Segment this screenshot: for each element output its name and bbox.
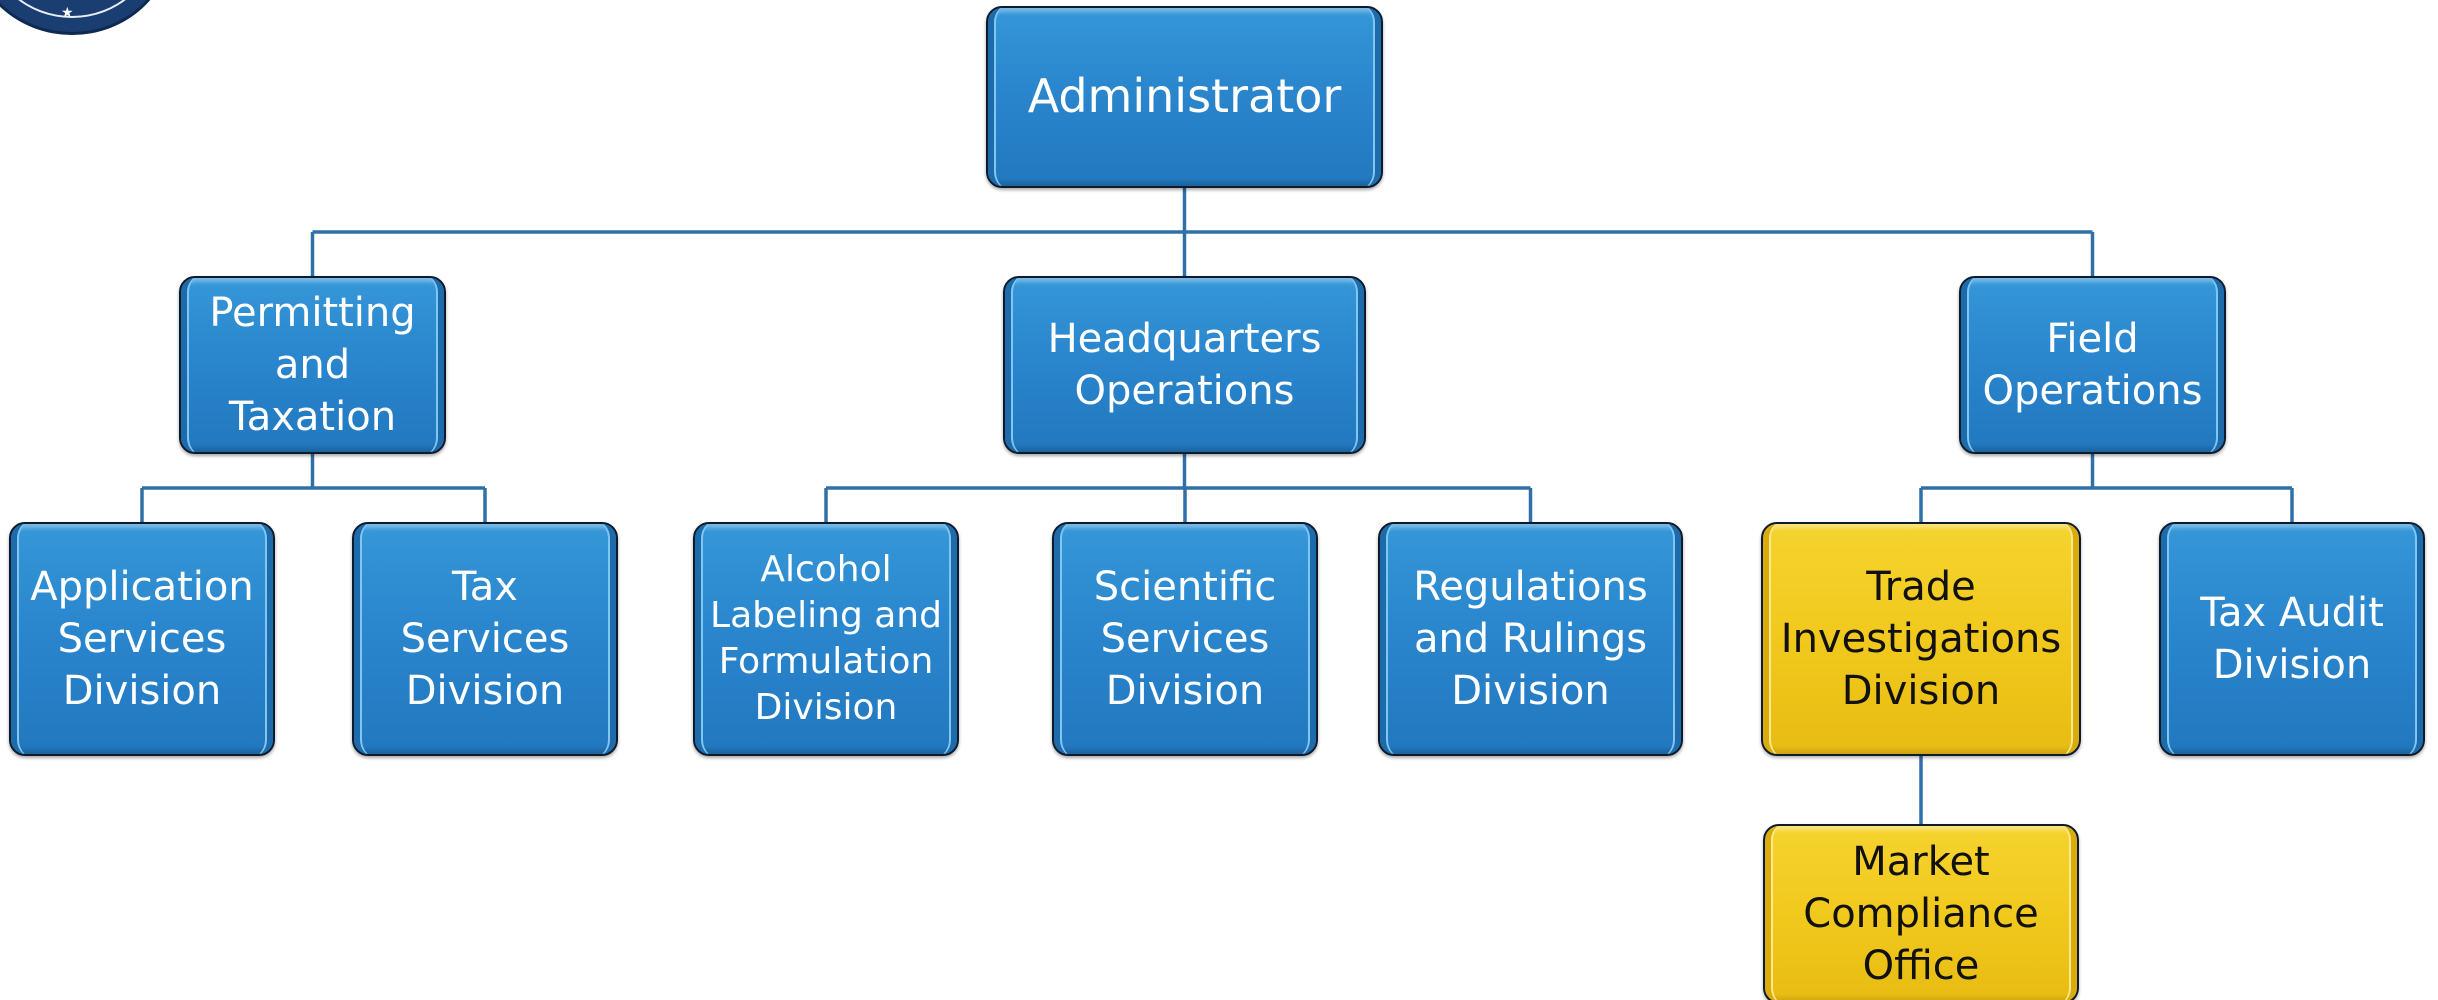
permitting-and-taxation-box[interactable]: Permitting and Taxation xyxy=(179,276,446,454)
tax-audit-division-label: Tax Audit Division xyxy=(2200,590,2384,688)
scientific-services-division-box[interactable]: Scientific Services Division xyxy=(1052,522,1318,756)
application-services-division-box[interactable]: Application Services Division xyxy=(9,522,275,756)
administrator-label: Administrator xyxy=(1027,69,1342,124)
tax-audit-division-box[interactable]: Tax Audit Division xyxy=(2159,522,2425,756)
permitting-and-taxation-label: Permitting and Taxation xyxy=(209,290,416,440)
administrator-box[interactable]: Administrator xyxy=(986,6,1383,188)
market-compliance-office-label: Market Compliance Office xyxy=(1803,839,2039,989)
tax-services-division-label: Tax Services Division xyxy=(400,564,570,714)
alcohol-labeling-and-formulation-division-label: Alcohol Labeling and Formulation Divisio… xyxy=(710,548,942,729)
application-services-division-label: Application Services Division xyxy=(30,564,254,714)
market-compliance-office-box[interactable]: Market Compliance Office xyxy=(1763,824,2079,1000)
tax-services-division-box[interactable]: Tax Services Division xyxy=(352,522,618,756)
regulations-and-rulings-division-box[interactable]: Regulations and Rulings Division xyxy=(1378,522,1683,756)
regulations-and-rulings-division-label: Regulations and Rulings Division xyxy=(1413,564,1648,714)
headquarters-operations-box[interactable]: Headquarters Operations xyxy=(1003,276,1366,454)
scientific-services-division-label: Scientific Services Division xyxy=(1093,564,1277,714)
field-operations-box[interactable]: Field Operations xyxy=(1959,276,2226,454)
alcohol-labeling-and-formulation-division-box[interactable]: Alcohol Labeling and Formulation Divisio… xyxy=(693,522,959,756)
headquarters-operations-label: Headquarters Operations xyxy=(1047,316,1322,414)
trade-investigations-division-box[interactable]: Trade Investigations Division xyxy=(1761,522,2081,756)
seal-star-icon: ★ xyxy=(61,5,74,21)
trade-investigations-division-label: Trade Investigations Division xyxy=(1780,564,2062,714)
field-operations-label: Field Operations xyxy=(1982,316,2203,414)
